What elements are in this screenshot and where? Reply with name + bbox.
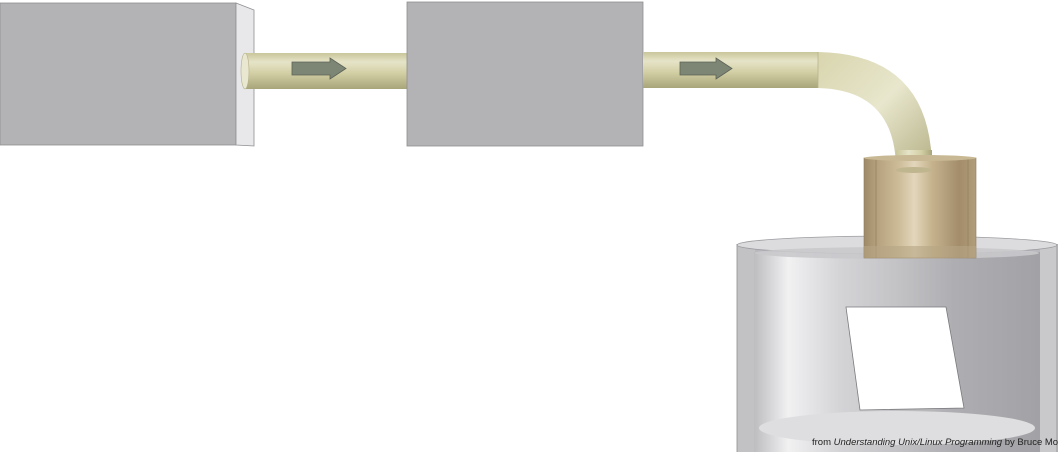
output-file (845, 306, 965, 411)
pipe-2 (643, 52, 932, 172)
tank-inlet-sleeve (863, 155, 977, 259)
flow-arrow-1 (291, 57, 347, 80)
book-credit: from Understanding Unix/Linux Programmin… (812, 437, 1058, 449)
flow-arrow-2 (679, 57, 733, 80)
credit-book-title: Understanding Unix/Linux Programming (833, 437, 1003, 448)
process-box-1 (0, 2, 255, 147)
pipe-1 (240, 52, 408, 90)
process-box-2 (406, 1, 644, 147)
credit-author: by Bruce Molay (1004, 437, 1058, 448)
credit-prefix: from (812, 437, 834, 448)
